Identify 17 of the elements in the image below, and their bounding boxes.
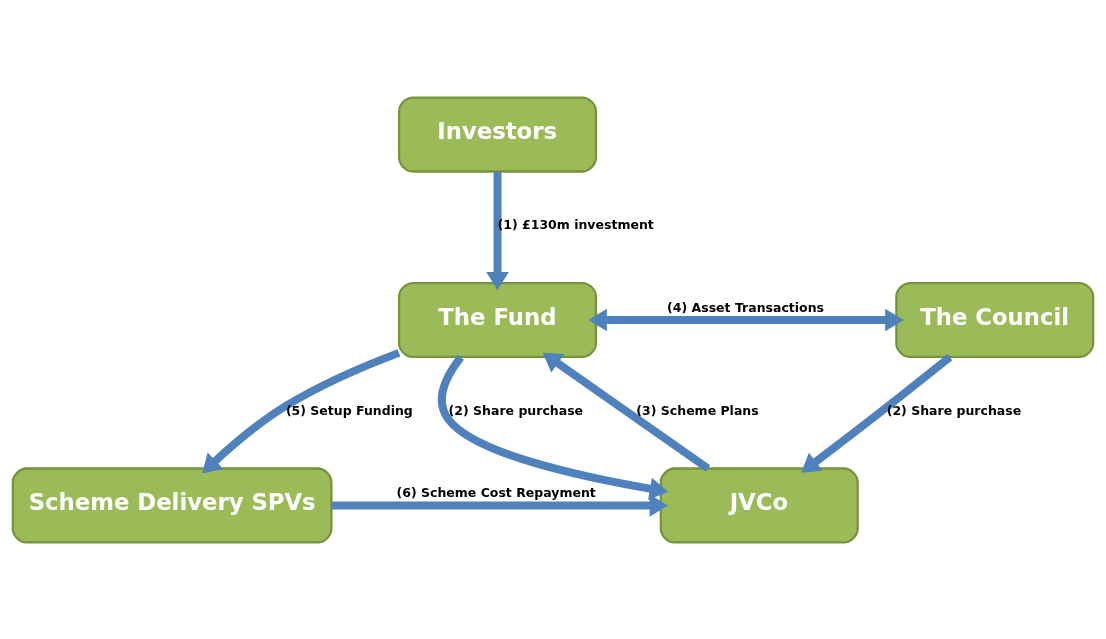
edge-label: (4) Asset Transactions (667, 299, 825, 315)
edge-label: (2) Share purchase (448, 402, 584, 418)
arrow (801, 353, 953, 473)
node-box: JVCo (659, 466, 859, 544)
node-box: The Council (895, 281, 1095, 358)
node-box: The Fund (397, 281, 598, 358)
node-box: Scheme Delivery SPVs (11, 466, 333, 544)
edge-label: (6) Scheme Cost Repayment (396, 484, 596, 500)
arrow (588, 308, 904, 331)
arrow (438, 354, 669, 500)
edge-label: (5) Setup Funding (285, 402, 413, 418)
arrow (202, 348, 401, 473)
arrow (542, 352, 711, 472)
edge-label: (3) Scheme Plans (636, 402, 759, 418)
node-box: Investors (397, 95, 598, 173)
edge-label: (2) Share purchase (886, 402, 1022, 418)
arrow (486, 171, 509, 290)
